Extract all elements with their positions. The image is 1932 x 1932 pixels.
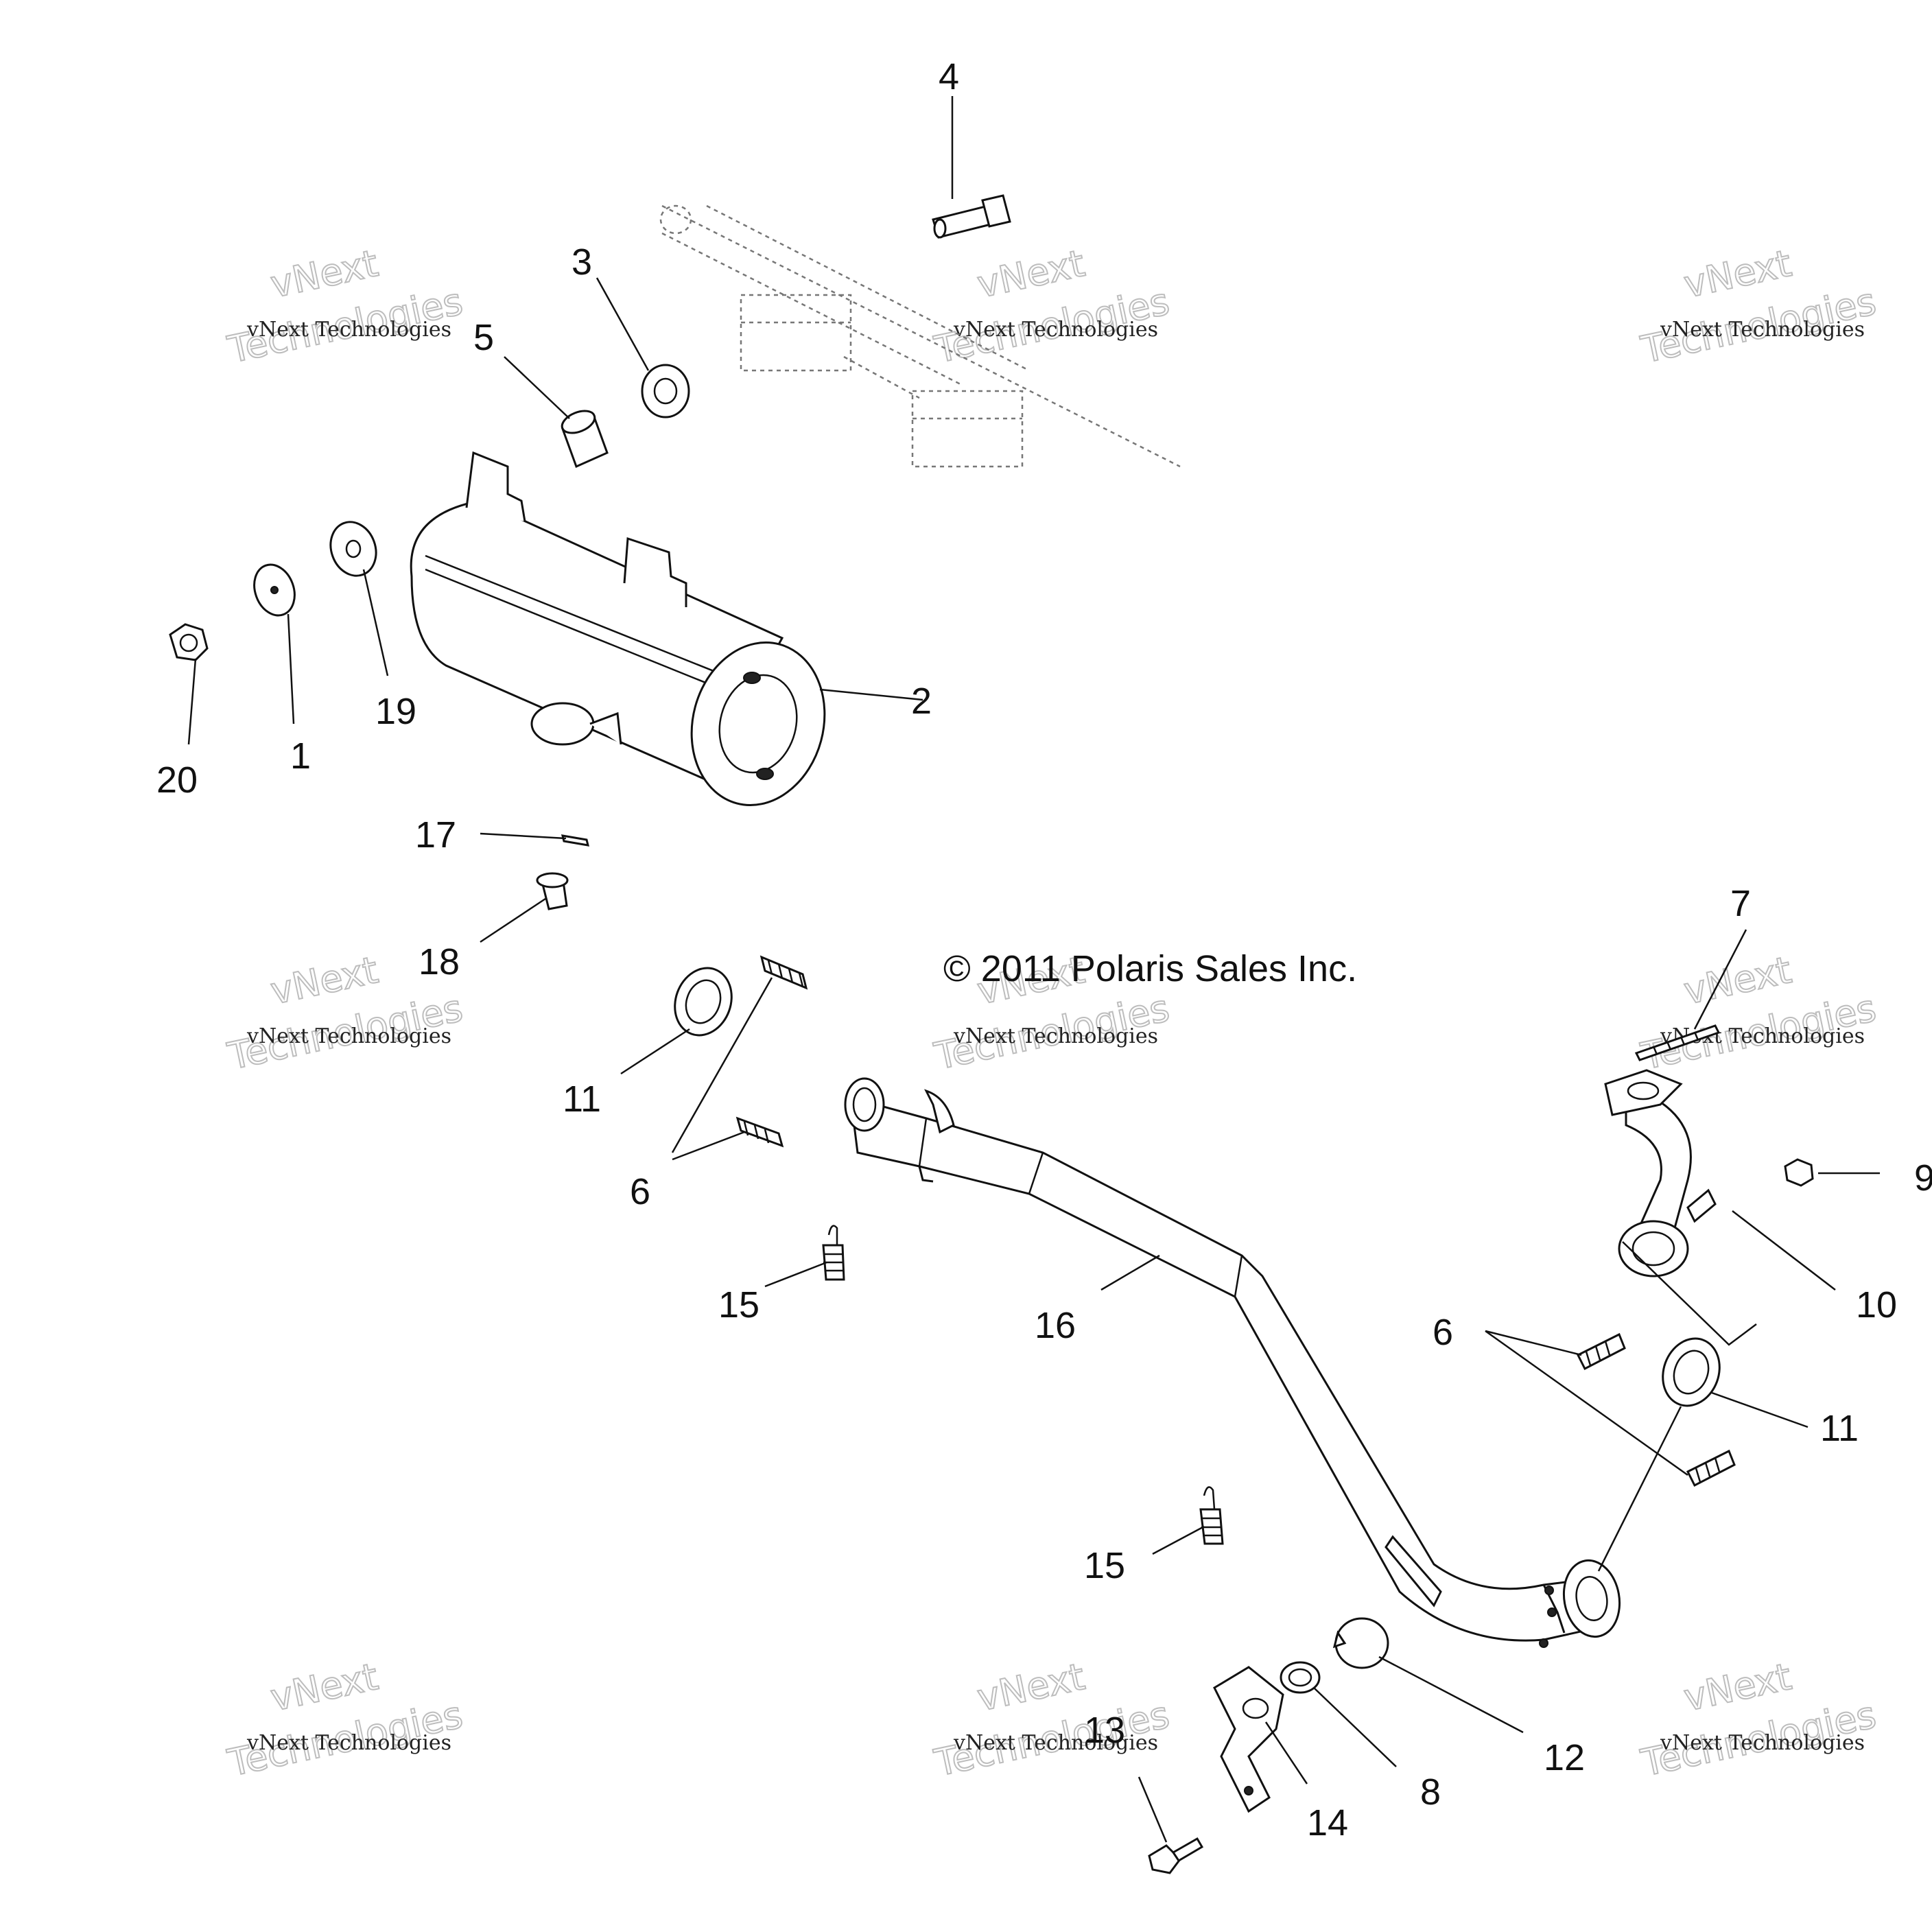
callout-1: 1 [290,735,311,777]
callout-3: 3 [572,242,592,283]
callout-17: 17 [415,814,456,856]
spring-part-15-a [822,1225,845,1281]
exhaust-pipe-part-16 [844,1077,1621,1648]
watermark-text: vNext Technologies [246,1024,451,1048]
watermark-top-left: vNext Technologies vNext Technologies [223,241,467,373]
spring-part-6-d [1686,1449,1736,1487]
stud-part-7 [1634,1024,1721,1061]
copyright-notice: © 2011 Polaris Sales Inc. [943,948,1357,989]
watermark-mid-right: vNext Technologies vNext Technologies [1636,947,1880,1079]
spring-part-6-a [759,955,808,990]
watermark-text: vNext [267,948,381,1013]
watermark-text: vNext Technologies [1660,318,1865,342]
watermark-bottom-center: vNext Technologies vNext Technologies [930,1654,1173,1786]
callout-11-lower: 11 [1820,1408,1859,1449]
watermark-text: vNext Technologies [953,1731,1158,1755]
washer-part-1 [253,563,296,617]
gasket-part-11-lower [1662,1337,1721,1407]
callout-13: 13 [1084,1710,1125,1751]
spring-part-15-b [1199,1486,1224,1545]
callout-15-upper: 15 [718,1284,759,1326]
spring-part-6-c [1576,1332,1626,1371]
bolt-part-4 [932,194,1011,239]
callout-12: 12 [1544,1737,1585,1778]
callout-15-lower: 15 [1084,1545,1125,1586]
muffler-part-2 [410,451,826,806]
watermark-text: vNext Technologies [953,1024,1158,1048]
callout-7: 7 [1730,883,1751,924]
watermark-text: vNext Technologies [246,1731,451,1755]
watermark-text: vNext Technologies [1660,1731,1865,1755]
callout-8: 8 [1420,1771,1441,1813]
watermark-text: vNext [1680,1655,1795,1719]
spring-part-6-b [735,1116,784,1148]
nut-part-9 [1784,1158,1814,1187]
watermark-text: vNext [974,1655,1088,1719]
callout-14: 14 [1307,1802,1348,1843]
callout-20: 20 [156,759,198,801]
bracket-part-14 [1213,1666,1284,1813]
plug-part-18 [536,872,569,910]
washer-part-8 [1280,1661,1321,1694]
watermark-text: vNext [267,1655,381,1719]
callout-16: 16 [1035,1305,1076,1346]
grommet-part-3 [641,364,690,419]
callout-9: 9 [1914,1157,1932,1199]
nut-part-20 [169,623,209,661]
frame-ghost [659,204,1181,468]
pin-part-17 [561,834,590,847]
callout-18: 18 [419,941,460,982]
watermark-bottom-left: vNext Technologies vNext Technologies [223,1654,467,1786]
callout-2: 2 [911,681,932,722]
watermark-bottom-right: vNext Technologies vNext Technologies [1636,1654,1880,1786]
sensor-plug-part-12 [1332,1617,1389,1669]
spacer-part-5 [561,410,609,469]
callout-10: 10 [1856,1284,1897,1326]
head-pipe-part-10 [1604,1069,1717,1277]
callout-5: 5 [473,317,494,358]
callout-19: 19 [375,691,416,732]
callout-4: 4 [939,56,959,97]
callout-11-upper: 11 [563,1079,601,1120]
bolt-part-13 [1148,1837,1204,1874]
callout-6-upper: 6 [630,1171,650,1212]
watermark-text: vNext [267,242,381,306]
watermark-text: vNext [1680,948,1795,1013]
callout-6-lower: 6 [1433,1312,1453,1353]
leader-lines [187,96,1880,1843]
watermark-top-center: vNext Technologies vNext Technologies [930,241,1173,373]
callout-numbers: 4 3 5 2 19 1 20 17 18 11 6 15 16 7 9 10 … [156,56,1932,1843]
watermark-text: vNext Technologies [246,318,451,342]
gasket-part-11-upper [674,967,733,1037]
watermark-text: vNext [1680,242,1795,306]
watermark-top-right: vNext Technologies vNext Technologies [1636,241,1880,373]
washer-part-19 [329,521,377,577]
watermark-text: vNext [974,242,1088,306]
watermark-text: vNext Technologies [953,318,1158,342]
